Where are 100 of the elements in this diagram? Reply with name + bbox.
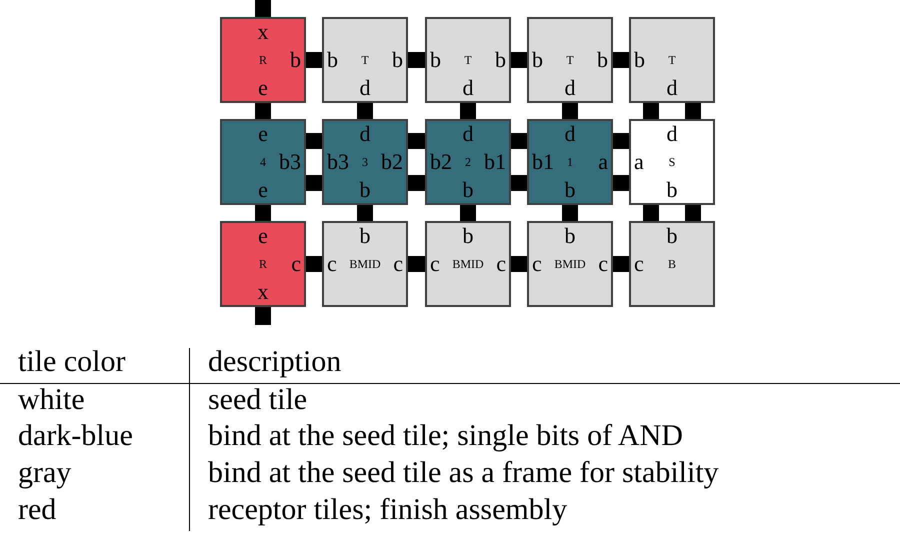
bond-bar [306, 133, 322, 149]
glue-label: b2 [430, 150, 452, 174]
tile-label: 4 [260, 155, 266, 169]
glue-label: b [360, 224, 370, 248]
bond-bar [511, 256, 527, 272]
table-cell-text: bind at the seed tile; single bits of AND [208, 419, 683, 453]
glue-label: b2 [381, 150, 403, 174]
tile [629, 17, 715, 103]
tile-label: 3 [362, 155, 368, 169]
glue-label: c [496, 252, 506, 276]
bond-bar [255, 307, 271, 325]
glue-label: b [666, 178, 678, 202]
glue-label: e [258, 178, 268, 202]
tile [322, 17, 408, 103]
glue-label: d [462, 122, 474, 146]
bond-bar [685, 205, 701, 221]
table-cell-text: receptor tiles; finish assembly [208, 493, 568, 527]
table-cell-text: dark-blue [18, 419, 133, 453]
bond-bar [613, 133, 629, 149]
bond-bar [255, 0, 271, 17]
bond-bar [511, 133, 527, 149]
glue-label: e [258, 224, 268, 248]
tile [629, 119, 715, 205]
tile-label: BMID [554, 257, 586, 271]
glue-label: b [290, 48, 301, 72]
bond-bar [306, 52, 322, 68]
glue-label: c [291, 252, 301, 276]
bond-bar [357, 205, 373, 221]
glue-label: b [327, 48, 338, 72]
tile [220, 221, 306, 307]
tile-label: 2 [465, 155, 471, 169]
glue-label: d [666, 76, 678, 100]
table-cell-text: gray [18, 456, 72, 490]
glue-label: b [564, 224, 576, 248]
table-cell-text: seed tile [208, 383, 308, 417]
bond-bar [562, 205, 578, 221]
tile-label: BMID [452, 257, 484, 271]
tile [220, 17, 306, 103]
glue-label: d [360, 122, 370, 146]
bond-bar [408, 256, 425, 272]
glue-label: b1 [484, 150, 506, 174]
tile-label: T [464, 53, 472, 67]
bond-bar [408, 175, 425, 191]
bond-bar [613, 52, 629, 68]
glue-label: b [430, 48, 441, 72]
glue-label: d [462, 76, 474, 100]
glue-label: x [258, 280, 268, 304]
glue-label: e [258, 76, 268, 100]
tile-label: T [566, 53, 574, 67]
bond-bar [408, 52, 425, 68]
tile-label: B [668, 257, 676, 271]
glue-label: d [564, 122, 576, 146]
tile [527, 17, 613, 103]
glue-label: c [598, 252, 608, 276]
glue-label: c [634, 252, 644, 276]
glue-label: e [258, 122, 268, 146]
tile-label: R [259, 257, 267, 271]
glue-label: c [393, 252, 403, 276]
bond-bar [685, 103, 701, 119]
bond-bar [562, 103, 578, 119]
tile-label: 1 [567, 155, 573, 169]
glue-label: b3 [327, 150, 349, 174]
glue-label: b [634, 48, 645, 72]
bond-bar [306, 256, 322, 272]
tile-label: S [668, 155, 676, 169]
tile [322, 221, 408, 307]
glue-label: c [430, 252, 440, 276]
glue-label: d [666, 122, 678, 146]
bond-bar [255, 103, 271, 119]
table-cell-text: white [18, 383, 85, 417]
tile [220, 119, 306, 205]
glue-label: b [495, 48, 506, 72]
glue-label: b [666, 224, 678, 248]
bond-bar [460, 205, 476, 221]
bond-bar [643, 205, 659, 221]
glue-label: d [564, 76, 576, 100]
table-cell-text: red [18, 493, 56, 527]
glue-label: a [598, 150, 608, 174]
glue-label: b [532, 48, 543, 72]
glue-label: a [634, 150, 644, 174]
bond-bar [408, 133, 425, 149]
tile [322, 119, 408, 205]
tile [527, 119, 613, 205]
glue-label: d [360, 76, 370, 100]
glue-label: b [462, 178, 474, 202]
glue-label: c [532, 252, 542, 276]
glue-label: b [597, 48, 608, 72]
bond-bar [511, 175, 527, 191]
glue-label: b3 [279, 150, 301, 174]
column-header: tile color [18, 345, 126, 379]
tile-label: BMID [349, 257, 381, 271]
bond-bar [306, 175, 322, 191]
glue-label: b1 [532, 150, 554, 174]
glue-label: b [564, 178, 576, 202]
bond-bar [460, 103, 476, 119]
bond-bar [255, 205, 271, 221]
glue-label: b [360, 178, 370, 202]
glue-label: c [327, 252, 337, 276]
tile [425, 17, 511, 103]
tile-label: R [259, 53, 267, 67]
